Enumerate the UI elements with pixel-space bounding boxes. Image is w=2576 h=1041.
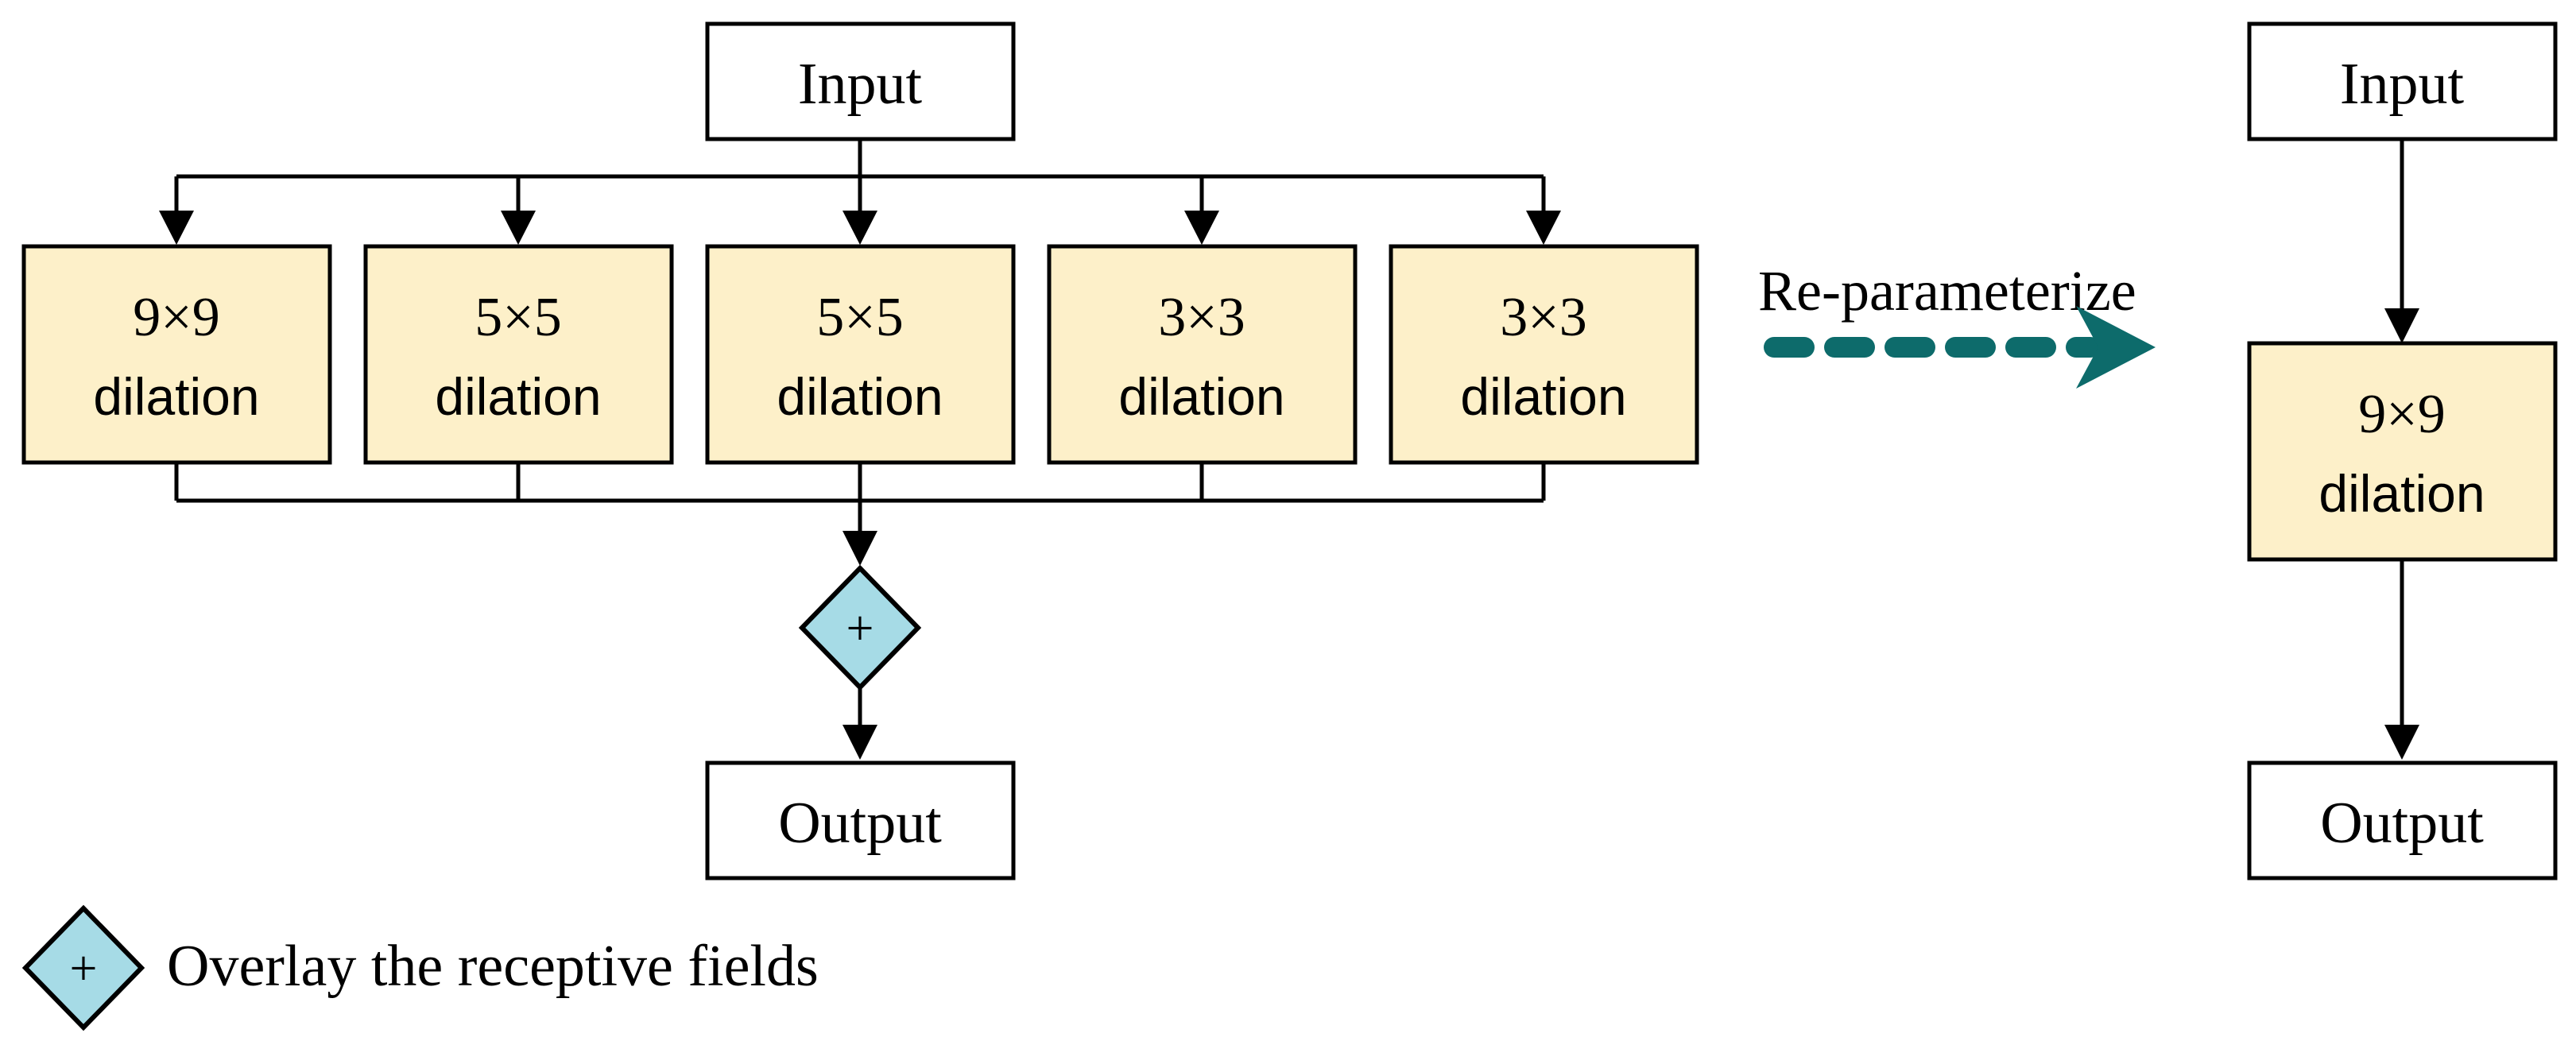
reparameterize-label: Re-parameterize <box>1758 259 2136 323</box>
right-output-label: Output <box>2320 791 2484 856</box>
branch-1-kernel: 9×9 <box>133 287 219 348</box>
right-input-label: Input <box>2340 52 2465 117</box>
right-output-node: Output <box>2247 760 2558 880</box>
single-branch-structure: Input 9×9 dilation Output <box>2247 21 2558 880</box>
arrow-to-branch-1 <box>159 211 194 245</box>
reparameterize-arrow-icon <box>2076 306 2156 389</box>
arrow-to-branch-4 <box>1184 211 1219 245</box>
branch-block-1: 9×9 dilation <box>21 244 332 465</box>
right-block-op: dilation <box>2318 464 2485 523</box>
branch-2-op: dilation <box>435 367 601 426</box>
arrow-to-branch-5 <box>1526 211 1561 245</box>
arrow-to-right-output <box>2384 725 2419 760</box>
branch-5-kernel: 3×3 <box>1500 287 1586 348</box>
arrow-to-branch-3 <box>843 211 877 245</box>
branch-block-5: 3×3 dilation <box>1389 244 1699 465</box>
arrow-to-merge <box>843 531 877 566</box>
reparameterize-transform: Re-parameterize <box>1758 259 2156 389</box>
branch-5-op: dilation <box>1460 367 1626 426</box>
branch-3-kernel: 5×5 <box>816 287 903 348</box>
merge-symbol: + <box>846 602 874 656</box>
multi-branch-structure: Input 9×9 dilation 5×5 dilation <box>21 21 1699 880</box>
branch-4-kernel: 3×3 <box>1158 287 1245 348</box>
branch-block-2: 5×5 dilation <box>363 244 674 465</box>
merge-node: + <box>798 564 922 691</box>
right-input-node: Input <box>2247 21 2558 141</box>
split-connectors <box>159 139 1561 245</box>
right-block: 9×9 dilation <box>2247 341 2558 562</box>
branch-4-op: dilation <box>1118 367 1284 426</box>
branch-block-3: 5×5 dilation <box>705 244 1016 465</box>
branch-2-kernel: 5×5 <box>475 287 561 348</box>
merge-connectors <box>174 462 1546 566</box>
arrow-to-branch-2 <box>501 211 536 245</box>
arrow-to-left-output <box>843 725 877 760</box>
left-output-label: Output <box>778 791 942 856</box>
left-input-node: Input <box>705 21 1016 141</box>
legend-symbol: + <box>70 942 98 996</box>
legend-text: Overlay the receptive fields <box>167 934 819 999</box>
branch-3-op: dilation <box>777 367 943 426</box>
left-input-label: Input <box>798 52 923 117</box>
branch-block-4: 3×3 dilation <box>1047 244 1358 465</box>
right-block-kernel: 9×9 <box>2358 384 2445 445</box>
legend-diamond-icon <box>21 904 145 1031</box>
left-output-node: Output <box>705 760 1016 880</box>
arrow-to-right-block <box>2384 308 2419 343</box>
branch-1-op: dilation <box>93 367 259 426</box>
legend: + Overlay the receptive fields <box>21 904 819 1031</box>
